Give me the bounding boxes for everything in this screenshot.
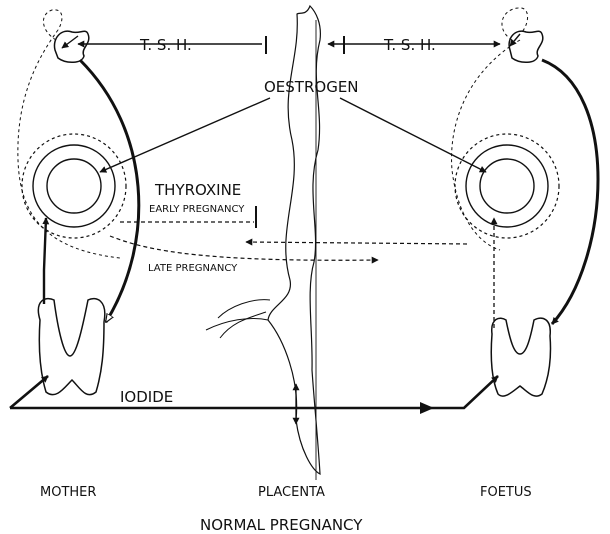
foetus-tsh-arrow xyxy=(542,60,598,324)
foetus-target-rings xyxy=(455,134,559,238)
foetus-pituitary xyxy=(502,8,543,62)
placenta-label: PLACENTA xyxy=(258,485,325,500)
tsh-label-left: T. S. H. xyxy=(139,36,192,54)
mother-thyroxine-arrow xyxy=(44,218,46,304)
mother-thyroid-gland xyxy=(38,299,104,395)
tsh-label-right: T. S. H. xyxy=(383,36,436,54)
thyroxine-label: THYROXINE xyxy=(154,181,241,199)
mother-pituitary xyxy=(43,10,88,62)
iodide-arrow xyxy=(10,376,498,414)
foetus-thyroid-gland xyxy=(491,318,550,396)
late-pregnancy-label: LATE PREGNANCY xyxy=(148,263,238,274)
iodide-label: IODIDE xyxy=(120,388,173,406)
diagram-caption: NORMAL PREGNANCY xyxy=(200,516,363,534)
mother-label: MOTHER xyxy=(40,485,96,500)
mother-tsh-arrow xyxy=(80,60,139,322)
mother-feedback-arrow xyxy=(62,36,78,48)
early-pregnancy-label: EARLY PREGNANCY xyxy=(149,204,245,215)
oestrogen-arrows xyxy=(100,98,486,172)
foetus-label: FOETUS xyxy=(480,485,532,500)
oestrogen-label: OESTROGEN xyxy=(264,78,359,96)
